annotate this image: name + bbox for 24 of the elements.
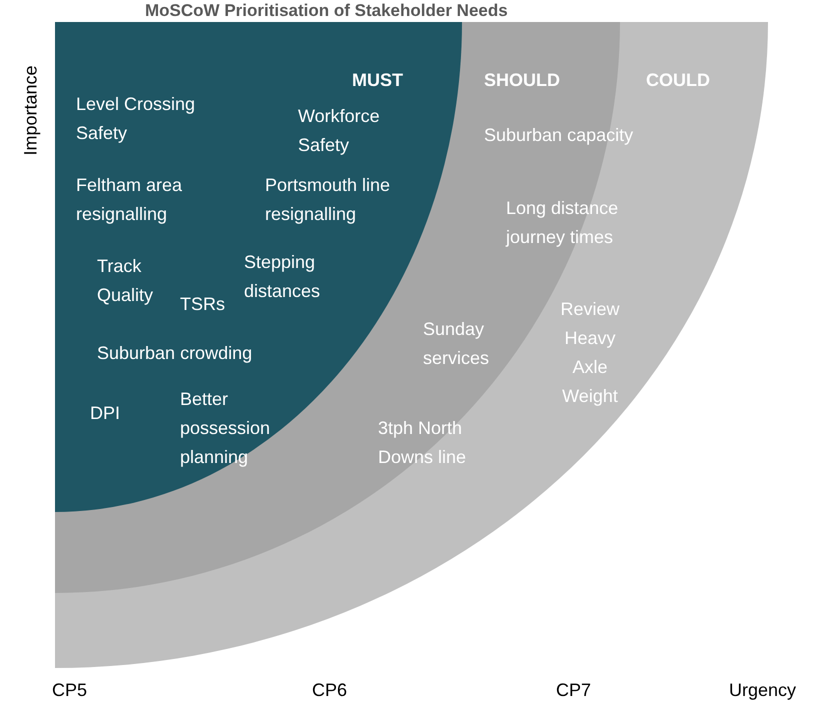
stakeholder-need: Sunday services [423,318,490,370]
stakeholder-need: Stepping distances [244,251,322,303]
stakeholder-need: Better possession planning [180,388,272,469]
category-heading: MUST [352,69,403,92]
stakeholder-need: Track Quality [97,255,154,307]
diagram-title: MoSCoW Prioritisation of Stakeholder Needs [145,1,508,20]
category-heading: COULD [646,69,710,92]
axis-label: Urgency [729,680,796,701]
stakeholder-need: DPI [90,402,120,425]
axis-label: Importance [20,65,42,156]
stakeholder-need: 3tph North Downs line [378,417,468,469]
stakeholder-need: Feltham area resignalling [76,174,184,226]
stakeholder-need: TSRs [180,293,225,316]
period-label: CP6 [312,680,348,701]
stakeholder-need: Review Heavy Axle Weight [559,298,621,408]
stakeholder-need: Long distance journey times [506,197,620,249]
stakeholder-need: Suburban crowding [97,342,254,365]
stakeholder-need: Portsmouth line resignalling [265,174,392,226]
stakeholder-need: Level Crossing Safety [76,93,196,145]
stakeholder-need: Suburban capacity [484,124,634,147]
period-label: CP5 [52,680,88,701]
period-label: CP7 [556,680,592,701]
category-heading: SHOULD [484,69,560,92]
stakeholder-need: Workforce Safety [298,105,381,157]
